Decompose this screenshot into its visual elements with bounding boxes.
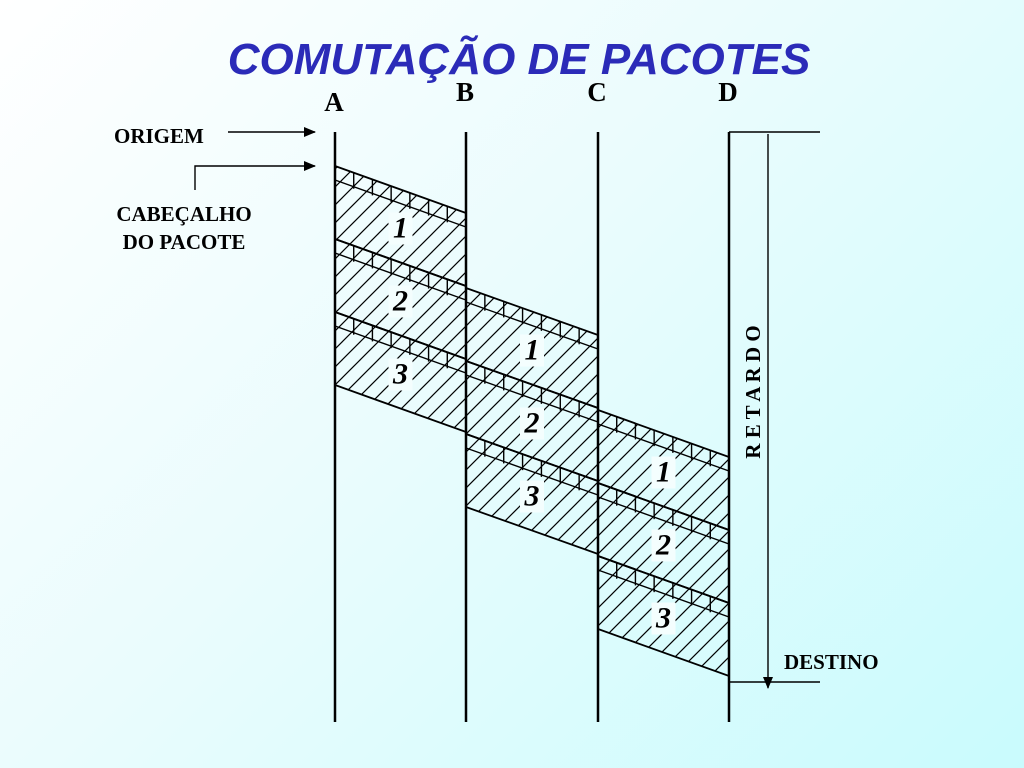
packet-header-line xyxy=(334,325,467,374)
packet-number-label: 3 xyxy=(655,602,671,635)
packet-number-label: 3 xyxy=(392,358,408,391)
packet-label-bg xyxy=(388,212,413,245)
node-a-label: A xyxy=(324,87,344,117)
packet-number-label: 2 xyxy=(524,407,540,440)
packet-header-line xyxy=(597,496,730,545)
packet-header-line xyxy=(597,423,730,472)
packet-header-line xyxy=(597,569,730,618)
packet-label-bg xyxy=(651,529,676,562)
packet-header-line xyxy=(465,447,599,496)
packet-bands: 1 2 3 1 2 3 1 2 3 xyxy=(334,164,730,678)
packet-number-label: 2 xyxy=(392,285,408,318)
packet-label-bg xyxy=(388,285,413,318)
retardo-label: R E T A R D O xyxy=(741,325,765,458)
packet-label-bg xyxy=(388,358,413,391)
page-title: COMUTAÇÃO DE PACOTES xyxy=(228,34,811,84)
packet-header-line xyxy=(465,374,599,423)
origem-label: ORIGEM xyxy=(114,124,204,148)
packet-header-line xyxy=(334,179,467,228)
cabecalho-label-line1: CABEÇALHO xyxy=(116,202,251,226)
cabecalho-arrow xyxy=(194,161,316,190)
node-b-label: B xyxy=(456,77,474,107)
node-d-label: D xyxy=(718,77,738,107)
packet-number-label: 1 xyxy=(393,212,408,245)
node-c-label: C xyxy=(587,77,607,107)
packet-header-line xyxy=(465,301,599,350)
packet-number-label: 2 xyxy=(655,529,671,562)
packet-label-bg xyxy=(520,480,544,513)
packet-label-bg xyxy=(651,456,676,489)
packet-number-label: 3 xyxy=(524,480,540,513)
packet-header-line xyxy=(334,252,467,301)
cabecalho-label-line2: DO PACOTE xyxy=(123,230,246,254)
destino-label: DESTINO xyxy=(784,650,879,674)
packet-label-bg xyxy=(651,602,676,635)
packet-label-bg xyxy=(520,334,544,367)
packet-number-label: 1 xyxy=(525,334,540,367)
packet-number-label: 1 xyxy=(656,456,671,489)
packet-label-bg xyxy=(520,407,544,440)
